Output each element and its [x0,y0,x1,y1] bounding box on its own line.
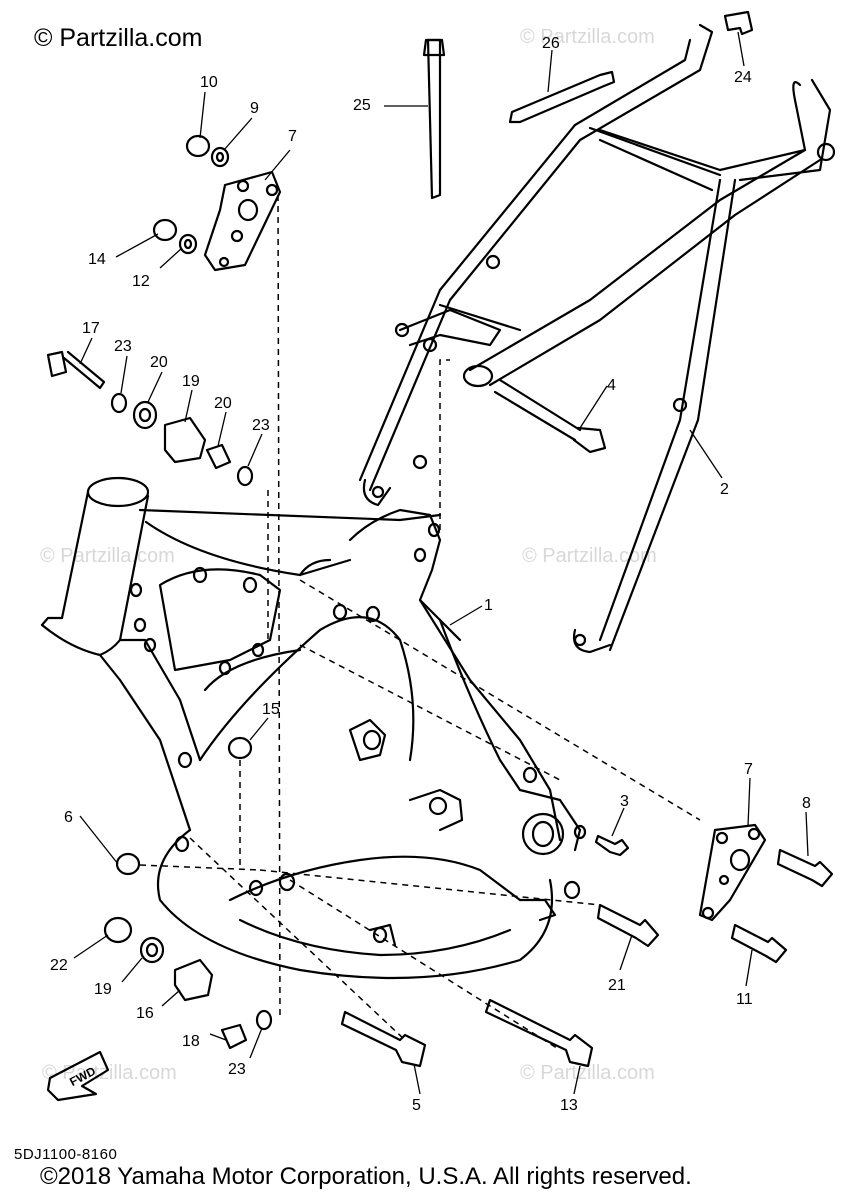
callout-10: 10 [200,74,218,91]
watermark: © Partzilla.com [520,1062,655,1084]
callout-19: 19 [94,981,112,998]
engine-bracket-lower [698,823,767,922]
bearing-19a [132,400,158,430]
callout-11: 11 [736,991,753,1008]
callout-7: 7 [744,761,753,778]
callout-18: 19 [182,373,200,390]
callout-3: 3 [620,793,629,810]
callout-26: 26 [542,35,560,52]
bolt-24 [723,10,754,36]
part-code: 5DJ1100-8160 [14,1146,118,1163]
callout-23: 23 [114,338,132,355]
bolt-3 [594,834,630,857]
nut-13 [152,218,178,242]
watermark: © Partzilla.com [522,545,657,567]
collar-20a [205,443,232,470]
callout-17: 16 [136,1005,154,1022]
callout-20: 20 [214,395,232,412]
washer-23c [255,1009,273,1031]
callout-24: 24 [734,69,752,86]
callout-6: 6 [64,809,73,826]
bearing-19b [139,936,165,964]
callout-8: 8 [802,795,811,812]
engine-bracket-upper [203,170,282,272]
nut-10 [185,134,211,158]
cable-tie-25 [426,38,442,200]
bolt-16 [46,350,106,390]
watermark: © Partzilla.com [520,26,655,48]
callout-19: 20 [150,354,168,371]
callout-20: 18 [182,1033,200,1050]
washer-9 [210,146,230,168]
nut-6 [115,852,141,876]
brand-label: © Partzilla.com [34,24,203,52]
nut-22 [103,916,133,944]
nut-15 [227,736,253,760]
collar-20b [220,1023,248,1050]
fwd-arrow-icon [46,1050,110,1102]
bolt-4 [493,378,607,454]
callout-23: 23 [228,1061,246,1078]
copyright-notice: ©2018 Yamaha Motor Corporation, U.S.A. A… [40,1163,692,1190]
callout-16: 17 [82,320,100,337]
watermark: © Partzilla.com [42,1062,177,1084]
main-frame [40,476,587,980]
callout-23: 23 [252,417,270,434]
callout-22: 22 [50,957,68,974]
callout-2: 2 [720,481,729,498]
sub-frame [358,23,836,654]
callout-25: 25 [353,97,371,114]
callout-15: 15 [262,701,280,718]
washer-12 [178,233,198,255]
wrench-26 [508,70,616,124]
collar-18 [163,416,207,464]
washer-23b [236,465,254,487]
washer-23a [110,392,128,414]
callout-9: 9 [250,100,259,117]
bolt-5 [340,1010,427,1068]
collar-17 [173,958,214,1002]
callout-4: 4 [607,377,616,394]
bolt-11 [730,923,788,964]
bolt-8 [776,848,834,888]
bolt-14 [484,998,594,1068]
callout-21: 21 [608,977,626,994]
callout-7: 7 [288,128,297,145]
callout-13: 14 [88,251,106,268]
callout-5: 5 [412,1097,421,1114]
callout-1: 1 [484,597,493,614]
callout-14: 13 [560,1097,578,1114]
callout-12: 12 [132,273,150,290]
bolt-21 [596,903,660,948]
